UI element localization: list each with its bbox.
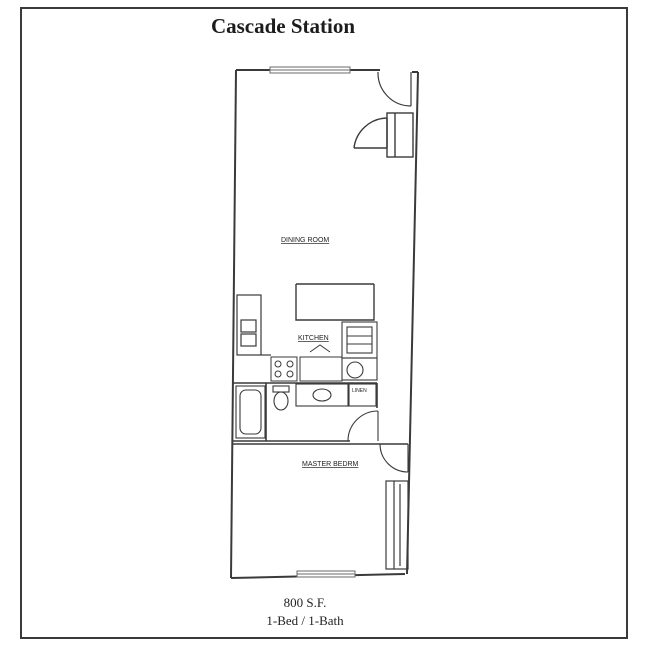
bath-door [347,410,379,442]
label-master-bedroom: MASTER BEDRM [302,461,359,468]
stove [270,356,298,382]
vanity-sink [295,383,349,407]
bathtub [235,385,266,439]
bedroom-closet [385,480,409,570]
kitchen-sink-counter [236,294,271,356]
kitchen-peninsula [295,283,375,321]
label-linen: LINEN [352,388,367,394]
page-frame [20,7,628,639]
bath-partition [233,382,378,442]
refrigerator [341,321,378,381]
label-dining-room: DINING ROOM [281,237,329,244]
wall-right [406,71,419,575]
linen-closet [348,383,377,407]
kitchen-counter [299,344,343,382]
window-top [269,66,351,74]
bedroom-door [379,443,409,473]
entry-door [377,71,412,107]
bed-bath-count: 1-Bed / 1-Bath [266,613,344,628]
label-kitchen: KITCHEN [298,335,329,342]
entry-closet [353,112,414,158]
square-footage: 800 S.F. [283,595,327,610]
toilet [272,385,290,411]
wall-left [230,69,237,579]
window-bottom [296,570,356,578]
plan-title: Cascade Station [210,14,356,38]
